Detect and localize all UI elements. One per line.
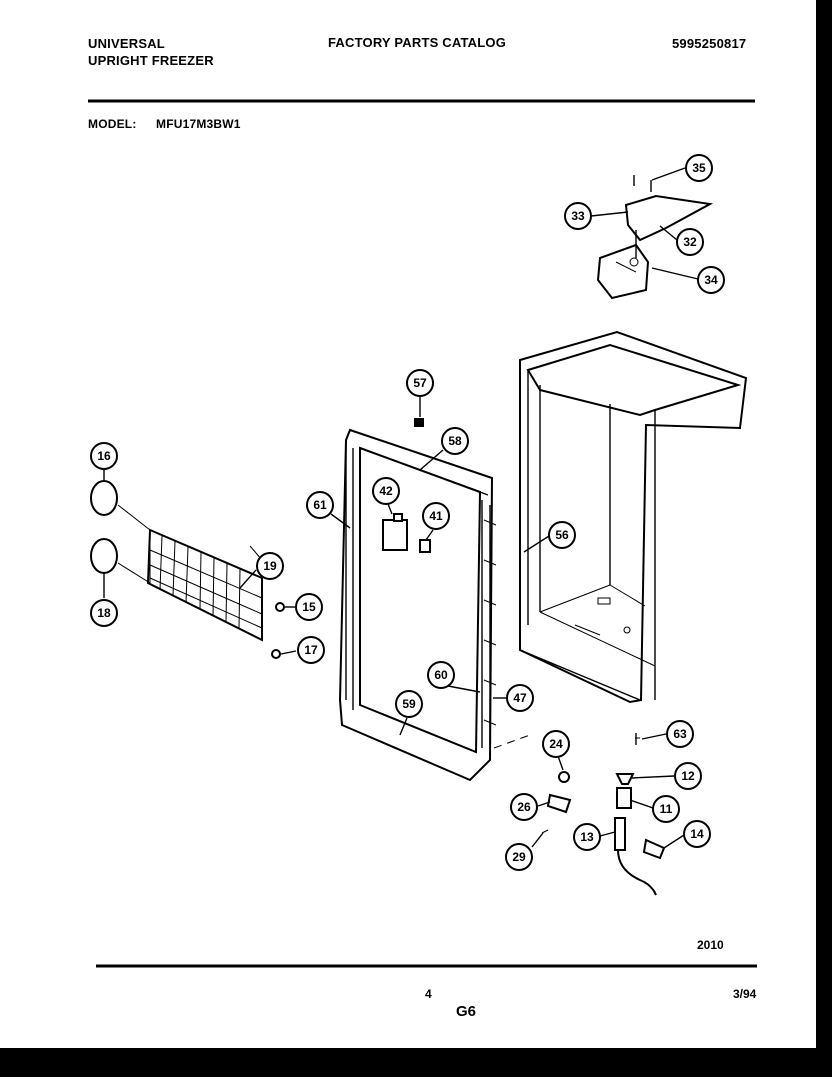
door-assembly (338, 418, 497, 782)
svg-text:18: 18 (97, 606, 111, 620)
svg-text:15: 15 (302, 600, 316, 614)
callout-60: 60 (427, 661, 455, 689)
callout-35: 35 (685, 154, 713, 182)
callout-17: 17 (297, 636, 325, 664)
part-16-knob (90, 480, 118, 516)
svg-text:42: 42 (379, 484, 393, 498)
callout-19: 19 (256, 552, 284, 580)
part-12-funnel (615, 773, 635, 785)
catalog-title: FACTORY PARTS CATALOG (328, 35, 507, 50)
part-57-plug (414, 418, 424, 427)
svg-text:29: 29 (512, 850, 526, 864)
catalog-number: 5995250817 (672, 36, 747, 51)
cabinet (519, 330, 748, 704)
svg-text:17: 17 (304, 643, 318, 657)
svg-text:63: 63 (673, 727, 687, 741)
callout-15: 15 (295, 593, 323, 621)
callout-29: 29 (505, 843, 533, 871)
model-label: MODEL: (88, 117, 137, 131)
callout-47: 47 (506, 684, 534, 712)
svg-text:33: 33 (571, 209, 585, 223)
drain-assembly (493, 733, 666, 896)
callout-59: 59 (395, 690, 423, 718)
callout-14: 14 (683, 820, 711, 848)
grille (90, 480, 285, 659)
svg-text:19: 19 (263, 559, 277, 573)
section-code: G6 (456, 1003, 477, 1020)
svg-text:34: 34 (704, 273, 718, 287)
callout-58: 58 (441, 427, 469, 455)
callout-24: 24 (542, 730, 570, 758)
svg-text:11: 11 (660, 802, 673, 816)
svg-text:59: 59 (402, 697, 416, 711)
callout-56: 56 (548, 521, 576, 549)
part-18-knob (90, 538, 118, 574)
callout-16: 16 (90, 442, 118, 470)
leader-lines (103, 167, 699, 849)
print-date: 3/94 (733, 987, 757, 1001)
product-label: UPRIGHT FREEZER (88, 53, 214, 68)
callout-12: 12 (674, 762, 702, 790)
part-41-cover (419, 539, 431, 553)
callout-63: 63 (666, 720, 694, 748)
svg-text:61: 61 (313, 498, 327, 512)
parts-catalog-sheet: UNIVERSAL UPRIGHT FREEZER FACTORY PARTS … (0, 0, 816, 1048)
part-42-switch (382, 519, 408, 551)
svg-text:35: 35 (692, 161, 706, 175)
callout-42: 42 (372, 477, 400, 505)
svg-text:13: 13 (580, 830, 594, 844)
svg-text:58: 58 (448, 434, 462, 448)
svg-text:26: 26 (517, 800, 531, 814)
svg-text:12: 12 (681, 769, 695, 783)
callout-41: 41 (422, 502, 450, 530)
model-number: MFU17M3BW1 (156, 117, 241, 131)
top-hinge-assembly (596, 175, 714, 300)
callout-34: 34 (697, 266, 725, 294)
svg-text:57: 57 (413, 376, 427, 390)
svg-text:47: 47 (513, 691, 527, 705)
svg-text:14: 14 (690, 827, 704, 841)
callout-61: 61 (306, 491, 334, 519)
svg-text:41: 41 (429, 509, 443, 523)
exploded-parts-diagram: 35 33 32 34 57 58 16 42 41 61 56 18 19 1… (88, 99, 757, 968)
callout-33: 33 (564, 202, 592, 230)
brand-label: UNIVERSAL (88, 36, 165, 51)
callout-13: 13 (573, 823, 601, 851)
callout-57: 57 (406, 369, 434, 397)
svg-text:16: 16 (97, 449, 111, 463)
svg-text:32: 32 (683, 235, 697, 249)
svg-text:56: 56 (555, 528, 569, 542)
callout-32: 32 (676, 228, 704, 256)
callout-26: 26 (510, 793, 538, 821)
page-number: 4 (425, 987, 432, 1001)
callout-18: 18 (90, 599, 118, 627)
svg-text:24: 24 (549, 737, 563, 751)
svg-text:60: 60 (434, 668, 448, 682)
diagram-code: 2010 (697, 938, 724, 952)
callout-11: 11 (652, 795, 680, 823)
